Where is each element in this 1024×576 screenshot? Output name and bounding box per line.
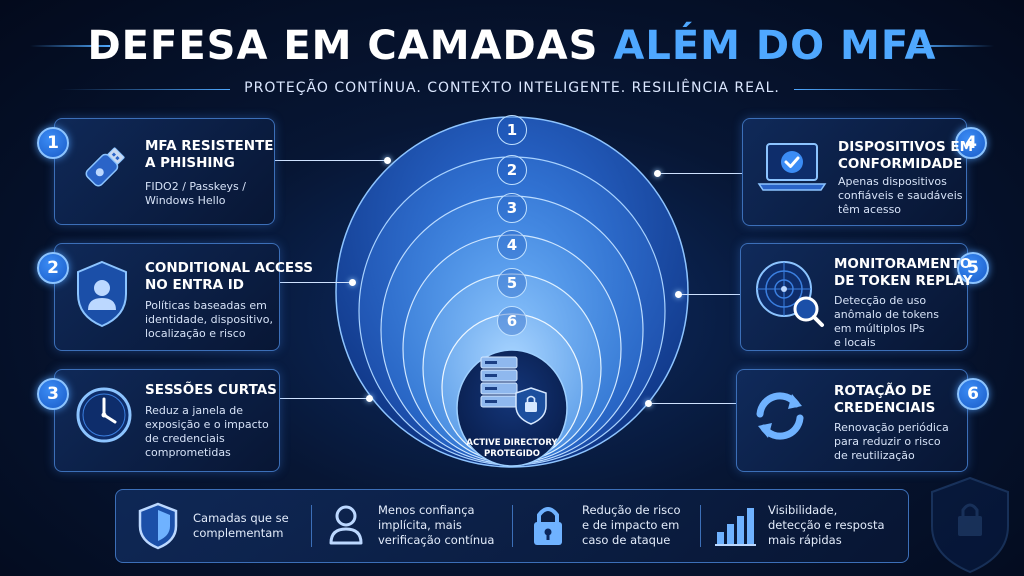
laptop-check-icon xyxy=(757,143,827,191)
layer-number-2: 2 xyxy=(497,155,527,185)
bar-chart-icon xyxy=(715,508,756,546)
connector-dot-5 xyxy=(675,291,682,298)
subtitle-decoration-right xyxy=(794,89,964,90)
padlock-icon xyxy=(534,507,562,545)
benefit-text-3: Redução de risco e de impacto em caso de… xyxy=(582,503,681,547)
connector-5 xyxy=(680,294,740,295)
benefit-text-2: Menos confiança implícita, mais verifica… xyxy=(378,503,495,547)
benefit-text-1: Camadas que se complementam xyxy=(193,511,289,540)
server-lock-icon xyxy=(480,356,547,425)
card-desc-6: Renovação periódica para reduzir o risco… xyxy=(834,421,949,462)
connector-1 xyxy=(275,160,387,161)
page-title: DEFESA EM CAMADAS ALÉM DO MFA xyxy=(0,14,1024,78)
connector-dot-1 xyxy=(384,157,391,164)
card-number-5: 5 xyxy=(957,252,989,284)
card-title-5: MONITORAMENTO DE TOKEN REPLAY xyxy=(834,256,973,289)
connector-3 xyxy=(280,398,370,399)
card-title-2: CONDITIONAL ACCESS NO ENTRA ID xyxy=(145,260,313,293)
radar-search-icon xyxy=(756,261,824,327)
title-decoration-left xyxy=(30,45,110,47)
card-title-1: MFA RESISTENTE A PHISHING xyxy=(145,138,274,171)
benefit-text-4: Visibilidade, detecção e resposta mais r… xyxy=(768,503,885,547)
benefits-bar xyxy=(115,489,909,563)
benefit-separator-2 xyxy=(512,505,513,547)
connector-4 xyxy=(660,173,742,174)
card-desc-2: Políticas baseadas em identidade, dispos… xyxy=(145,299,273,340)
connector-2 xyxy=(280,282,352,283)
card-number-6: 6 xyxy=(957,378,989,410)
title-accent: ALÉM DO MFA xyxy=(613,23,937,69)
connector-6 xyxy=(652,403,736,404)
connector-dot-3 xyxy=(366,395,373,402)
benefit-separator-3 xyxy=(700,505,701,547)
usb-key-icon xyxy=(85,147,125,187)
benefit-separator-1 xyxy=(311,505,312,547)
core-label: ACTIVE DIRECTORY PROTEGIDO xyxy=(466,438,558,459)
connector-dot-2 xyxy=(349,279,356,286)
rotate-arrows-icon xyxy=(756,392,804,440)
card-title-6: ROTAÇÃO DE CREDENCIAIS xyxy=(834,383,936,416)
layer-number-6: 6 xyxy=(497,306,527,336)
card-number-2: 2 xyxy=(37,252,69,284)
clock-icon xyxy=(76,387,132,443)
layer-card-6 xyxy=(736,369,968,472)
subtitle-decoration-left xyxy=(60,89,230,90)
layer-number-4: 4 xyxy=(497,230,527,260)
card-number-3: 3 xyxy=(37,378,69,410)
card-desc-3: Reduz a janela de exposição e o impacto … xyxy=(145,404,269,459)
connector-dot-4 xyxy=(654,170,661,177)
user-icon xyxy=(329,505,363,545)
page-subtitle: PROTEÇÃO CONTÍNUA. CONTEXTO INTELIGENTE.… xyxy=(244,80,780,96)
connector-dot-6 xyxy=(645,400,652,407)
layer-number-3: 3 xyxy=(497,193,527,223)
layer-number-1: 1 xyxy=(497,115,527,145)
card-number-1: 1 xyxy=(37,127,69,159)
card-desc-1: FIDO2 / Passkeys / Windows Hello xyxy=(145,180,246,207)
background-shield-lock-icon xyxy=(931,476,1009,574)
layer-number-5: 5 xyxy=(497,268,527,298)
shield-user-icon xyxy=(77,260,127,328)
card-number-4: 4 xyxy=(955,127,987,159)
card-title-4: DISPOSITIVOS EM CONFORMIDADE xyxy=(838,139,974,172)
shield-icon xyxy=(138,502,178,550)
card-desc-4: Apenas dispositivos confiáveis e saudáve… xyxy=(838,175,963,216)
card-desc-5: Detecção de uso anômalo de tokens em múl… xyxy=(834,294,939,349)
title-main: DEFESA EM CAMADAS xyxy=(87,23,599,69)
title-decoration-right xyxy=(914,45,994,47)
card-title-3: SESSÕES CURTAS xyxy=(145,382,277,398)
